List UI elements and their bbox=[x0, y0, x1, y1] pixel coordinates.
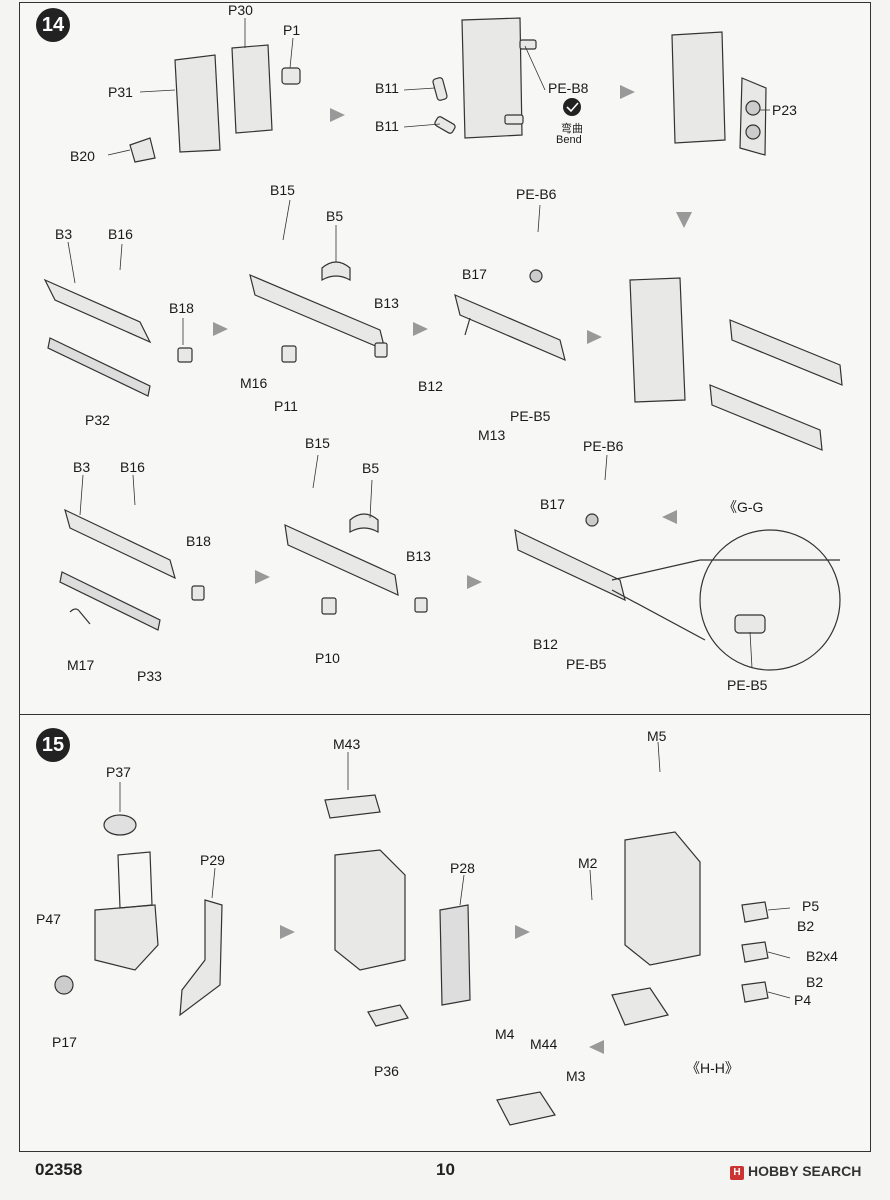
part-label: P31 bbox=[108, 84, 133, 100]
part-label: P36 bbox=[374, 1063, 399, 1079]
part-label: B2 bbox=[806, 974, 824, 990]
bend-label-cn: 弯曲 bbox=[561, 123, 583, 135]
part-label: PE-B5 bbox=[510, 408, 551, 424]
part-label: M17 bbox=[67, 657, 95, 673]
bend-label-en: Bend bbox=[556, 134, 582, 146]
part-label: B15 bbox=[270, 182, 295, 198]
part-label: B5 bbox=[326, 208, 344, 224]
part-label: M5 bbox=[647, 728, 667, 744]
product-code: 02358 bbox=[35, 1160, 83, 1179]
part-label: P47 bbox=[36, 911, 61, 927]
part-label: P5 bbox=[802, 898, 820, 914]
part-label: B3 bbox=[55, 226, 73, 242]
part-label: B3 bbox=[73, 459, 91, 475]
part-label: P33 bbox=[137, 668, 162, 684]
watermark-text: HOBBY SEARCH bbox=[748, 1163, 862, 1179]
part-label: B11 bbox=[375, 80, 399, 96]
step-14-panel bbox=[19, 2, 871, 715]
part-label: P17 bbox=[52, 1034, 77, 1050]
part-label: M4 bbox=[495, 1026, 515, 1042]
part-label: M43 bbox=[333, 736, 361, 752]
part-label: PE-B5 bbox=[566, 656, 607, 672]
part-label: M2 bbox=[578, 855, 598, 871]
part-label: B12 bbox=[533, 636, 558, 652]
detail-view-label: 《G-G bbox=[723, 499, 764, 515]
part-label: PE-B6 bbox=[516, 186, 557, 202]
part-label: B17 bbox=[540, 496, 565, 512]
part-label: B13 bbox=[406, 548, 431, 564]
part-label: M44 bbox=[530, 1036, 558, 1052]
page-number: 10 bbox=[436, 1160, 455, 1179]
watermark: H HOBBY SEARCH bbox=[730, 1163, 861, 1180]
part-label: B2x4 bbox=[806, 948, 838, 964]
part-label: P11 bbox=[274, 398, 298, 414]
part-label: P28 bbox=[450, 860, 475, 876]
part-label: P1 bbox=[283, 22, 301, 38]
part-label: M3 bbox=[566, 1068, 586, 1084]
step-14-number: 14 bbox=[36, 8, 70, 42]
part-label: B20 bbox=[70, 148, 95, 164]
step-15-panel bbox=[19, 714, 871, 1152]
part-label: B5 bbox=[362, 460, 380, 476]
part-label: PE-B5 bbox=[727, 677, 768, 693]
part-label: P30 bbox=[228, 2, 253, 18]
part-label: B15 bbox=[305, 435, 330, 451]
part-label: B16 bbox=[108, 226, 133, 242]
part-label: P29 bbox=[200, 852, 225, 868]
part-label: B11 bbox=[375, 118, 399, 134]
part-label: PE-B8 bbox=[548, 80, 589, 96]
part-label: B17 bbox=[462, 266, 487, 282]
part-label: M16 bbox=[240, 375, 268, 391]
part-label: P23 bbox=[772, 102, 797, 118]
hobby-search-logo-icon: H bbox=[730, 1166, 744, 1180]
part-label: M13 bbox=[478, 427, 506, 443]
part-label: B18 bbox=[169, 300, 194, 316]
part-label: PE-B6 bbox=[583, 438, 624, 454]
part-label: P32 bbox=[85, 412, 110, 428]
part-label: B13 bbox=[374, 295, 399, 311]
part-label: B2 bbox=[797, 918, 815, 934]
part-label: B16 bbox=[120, 459, 145, 475]
step-15-number: 15 bbox=[36, 728, 70, 762]
detail-view-label: 《H-H》 bbox=[686, 1060, 739, 1076]
part-label: B18 bbox=[186, 533, 211, 549]
part-label: P10 bbox=[315, 650, 340, 666]
part-label: B12 bbox=[418, 378, 443, 394]
part-label: P4 bbox=[794, 992, 812, 1008]
part-label: P37 bbox=[106, 764, 131, 780]
